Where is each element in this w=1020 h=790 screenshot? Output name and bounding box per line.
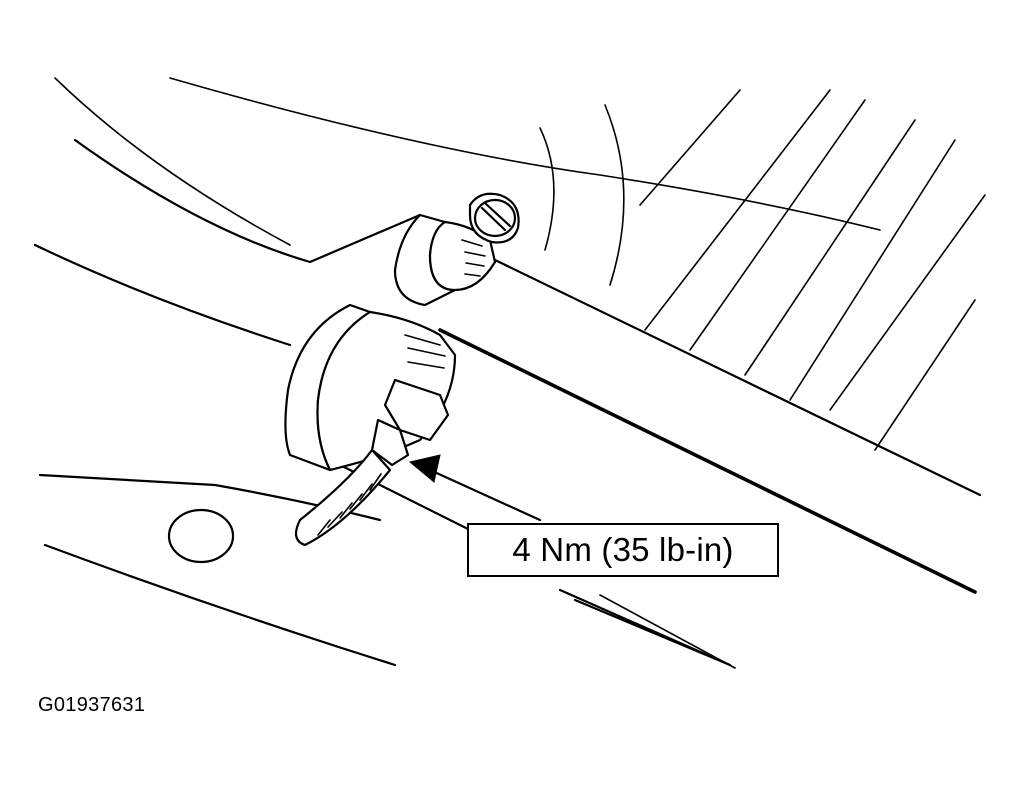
clamp-screw-head-icon — [473, 198, 517, 238]
lower-hose-clamp — [284, 303, 457, 547]
upper-hose-clamp — [393, 192, 520, 307]
callout-arrow-icon — [408, 454, 542, 522]
lower-bracket — [38, 473, 736, 669]
figure-id-label: G01937631 — [38, 694, 146, 716]
upper-body-panel — [54, 77, 881, 286]
radiator-fins — [639, 89, 986, 451]
mounting-hole — [167, 508, 235, 564]
torque-spec-label: 4 Nm (35 lb-in) — [512, 531, 734, 568]
torque-spec-callout: 4 Nm (35 lb-in) — [467, 523, 779, 577]
